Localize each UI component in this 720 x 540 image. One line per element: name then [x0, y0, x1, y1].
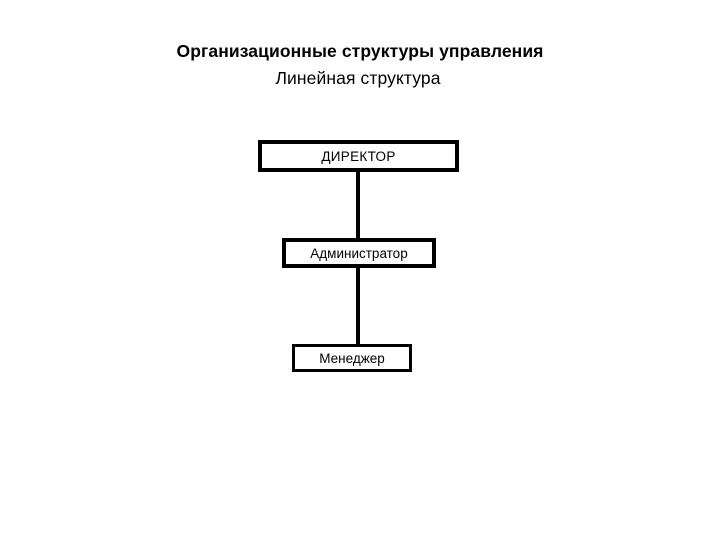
org-node-administrator-label: Администратор [310, 245, 408, 261]
org-node-manager: Менеджер [292, 344, 412, 372]
page-subtitle: Линейная структура [275, 68, 441, 88]
connector-administrator-manager [356, 264, 360, 348]
org-node-director-label: ДИРЕКТОР [321, 148, 396, 164]
org-node-administrator: Администратор [282, 238, 436, 268]
connector-director-administrator [356, 168, 360, 242]
org-node-manager-label: Менеджер [319, 350, 385, 366]
page-title: Организационные структуры управления [176, 41, 544, 61]
org-node-director: ДИРЕКТОР [258, 140, 459, 172]
heading-block: Организационные структуры управления Лин… [0, 38, 720, 92]
